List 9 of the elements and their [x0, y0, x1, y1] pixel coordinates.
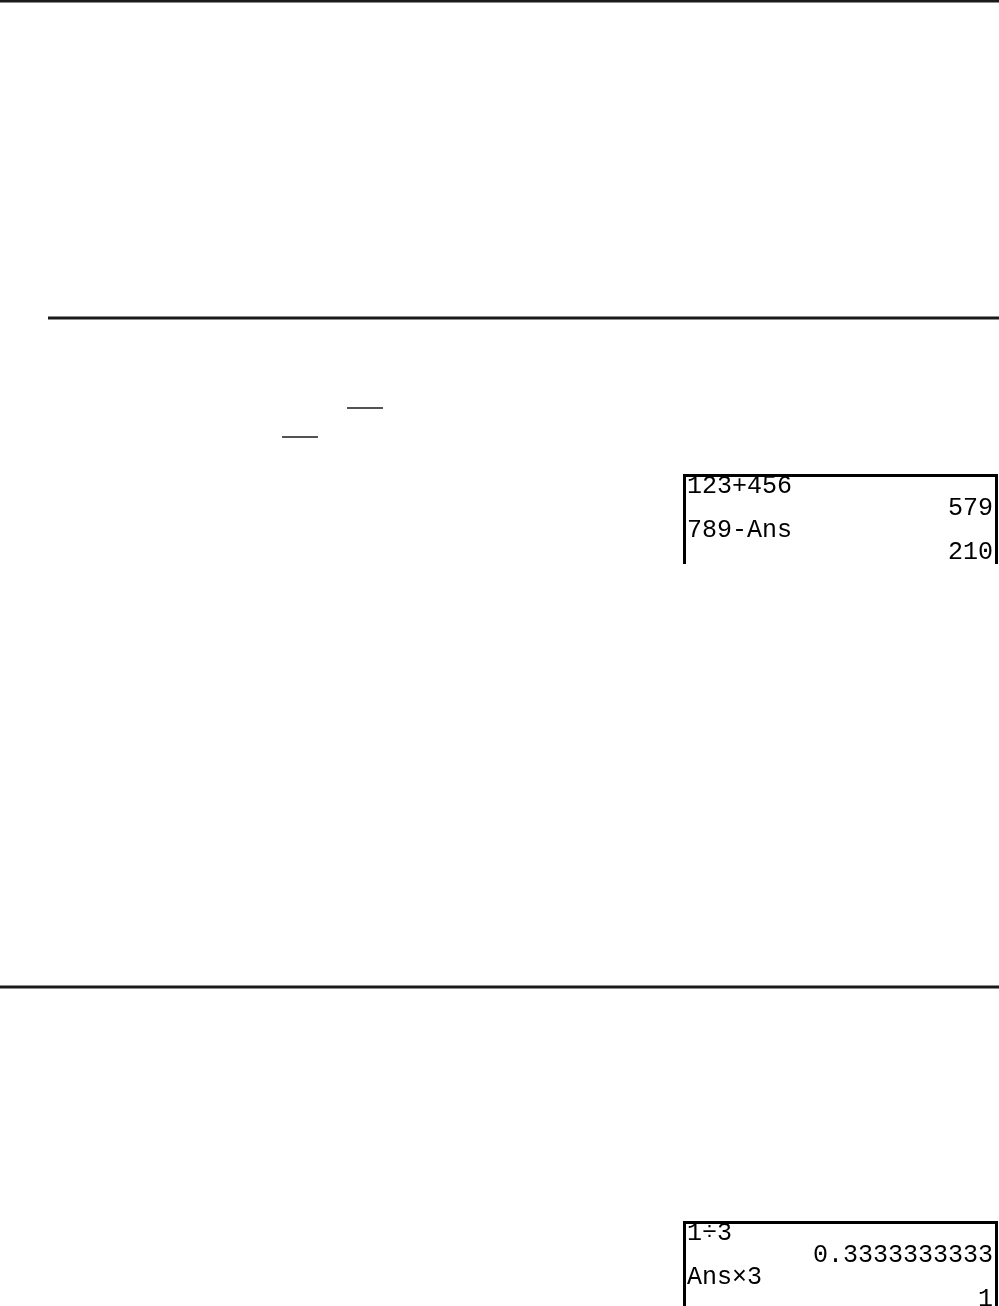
input-expression: Ans×3: [687, 1267, 762, 1289]
input-expression: 789-Ans: [687, 520, 793, 542]
calculator-screen: [683, 474, 998, 564]
result-value: 210: [948, 542, 993, 564]
input-expression: 1÷3: [687, 1223, 732, 1245]
result-value: 579: [948, 498, 993, 520]
result-value: 1: [978, 1289, 993, 1306]
result-value: 0.3333333333: [812, 1245, 993, 1267]
calculator-screen: [683, 1221, 998, 1306]
